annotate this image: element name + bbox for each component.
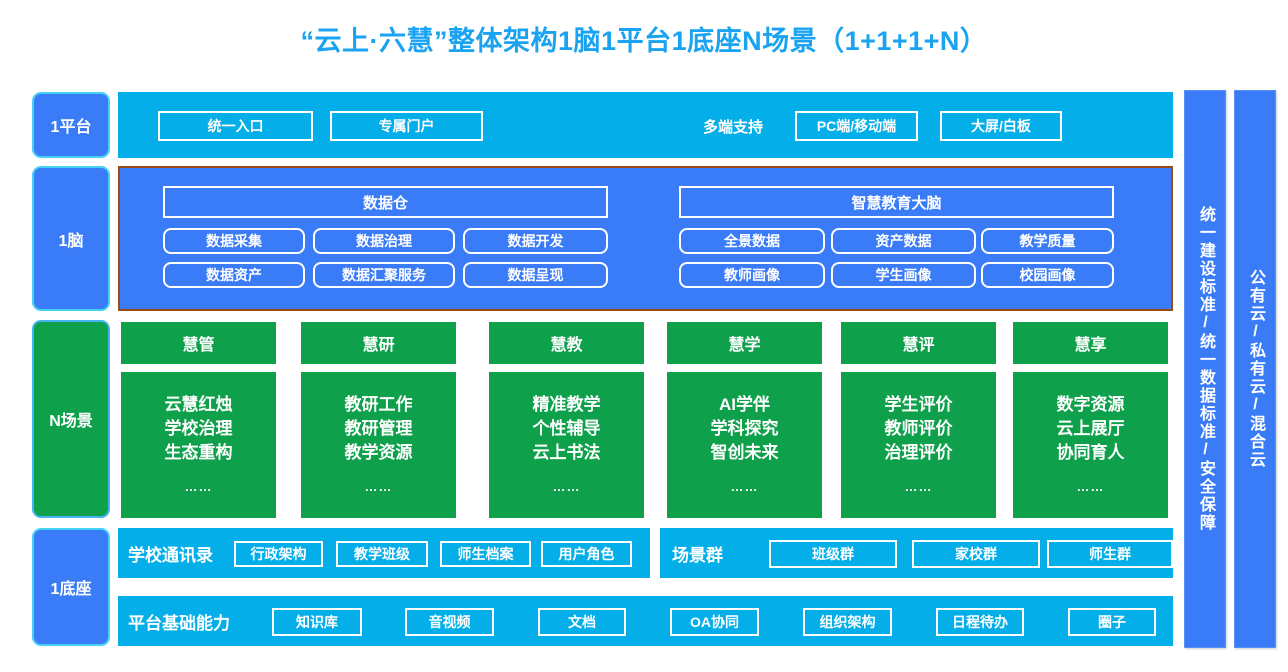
foundation-band-directory [118, 528, 650, 578]
scenario-line: 云上书法 [532, 443, 601, 463]
foundation-scenegroup-label: 场景群 [672, 545, 723, 565]
scenario-head-2[interactable]: 慧教 [489, 322, 644, 364]
scenario-dots: …… [364, 479, 393, 495]
foundation-scenegroup-chip-2[interactable]: 师生群 [1047, 540, 1173, 568]
scenario-head-4[interactable]: 慧评 [841, 322, 996, 364]
foundation-scenegroup-chip-0[interactable]: 班级群 [769, 540, 897, 568]
brain-group-1-header: 智慧教育大脑 [679, 186, 1114, 218]
brain-group-0-item-0[interactable]: 数据采集 [163, 228, 305, 254]
scenario-body-4: 学生评价 教师评价 治理评价 …… [841, 372, 996, 518]
scenario-line: 精准教学 [532, 395, 601, 415]
scenario-line: 云慧红烛 [164, 395, 233, 415]
scenario-head-0[interactable]: 慧管 [121, 322, 276, 364]
scenario-line: 教师评价 [884, 419, 953, 439]
brain-group-0-header: 数据仓 [163, 186, 608, 218]
brain-group-0-item-5[interactable]: 数据呈现 [463, 262, 608, 288]
foundation-band-scenegroup [660, 528, 1173, 578]
foundation-directory-chip-0[interactable]: 行政架构 [234, 541, 323, 567]
brain-group-1-item-3[interactable]: 教师画像 [679, 262, 825, 288]
scenario-line: 云上展厅 [1056, 419, 1125, 439]
brain-group-0-item-4[interactable]: 数据汇聚服务 [313, 262, 455, 288]
foundation-capability-chip-2[interactable]: 文档 [538, 608, 626, 636]
brain-group-1-item-2[interactable]: 教学质量 [981, 228, 1114, 254]
scenario-line: 个性辅导 [532, 419, 601, 439]
scenario-head-3[interactable]: 慧学 [667, 322, 822, 364]
platform-chip-1[interactable]: 专属门户 [330, 111, 483, 141]
scenario-body-1: 教研工作 教研管理 教学资源 …… [301, 372, 456, 518]
foundation-scenegroup-chip-1[interactable]: 家校群 [912, 540, 1040, 568]
foundation-directory-chip-3[interactable]: 用户角色 [541, 541, 632, 567]
foundation-capability-chip-4[interactable]: 组织架构 [803, 608, 892, 636]
scenario-head-5[interactable]: 慧享 [1013, 322, 1168, 364]
foundation-capability-chip-1[interactable]: 音视频 [405, 608, 494, 636]
scenario-line: 教研工作 [344, 395, 413, 415]
scenario-line: 生态重构 [164, 443, 233, 463]
row-label-scenarios: N场景 [32, 320, 110, 518]
platform-support-label: 多端支持 [703, 118, 764, 136]
scenario-line: 协同育人 [1056, 443, 1125, 463]
foundation-band-capability [118, 596, 1173, 646]
foundation-capability-chip-0[interactable]: 知识库 [272, 608, 362, 636]
scenario-line: 学生评价 [884, 395, 953, 415]
scenario-line: 数字资源 [1056, 395, 1125, 415]
scenario-dots: …… [1076, 479, 1105, 495]
brain-group-1-item-5[interactable]: 校园画像 [981, 262, 1114, 288]
foundation-directory-label: 学校通讯录 [128, 545, 213, 565]
scenario-body-0: 云慧红烛 学校治理 生态重构 …… [121, 372, 276, 518]
scenario-dots: …… [184, 479, 213, 495]
scenario-line: AI学伴 [719, 395, 770, 415]
scenario-line: 智创未来 [710, 443, 779, 463]
brain-group-1-item-1[interactable]: 资产数据 [831, 228, 976, 254]
scenario-body-2: 精准教学 个性辅导 云上书法 …… [489, 372, 644, 518]
scenario-dots: …… [730, 479, 759, 495]
scenario-line: 治理评价 [884, 443, 953, 463]
row-label-brain: 1脑 [32, 166, 110, 311]
scenario-head-1[interactable]: 慧研 [301, 322, 456, 364]
platform-support-chip-1[interactable]: 大屏/白板 [940, 111, 1062, 141]
page-title: “云上·六慧”整体架构1脑1平台1底座N场景（1+1+1+N） [300, 26, 988, 56]
scenario-line: 教学资源 [344, 443, 413, 463]
foundation-capability-chip-3[interactable]: OA协同 [670, 608, 759, 636]
scenario-dots: …… [904, 479, 933, 495]
scenario-line: 学校治理 [164, 419, 233, 439]
foundation-capability-chip-6[interactable]: 圈子 [1068, 608, 1156, 636]
row-label-platform: 1平台 [32, 92, 110, 158]
brain-group-1-item-0[interactable]: 全景数据 [679, 228, 825, 254]
brain-group-0-item-3[interactable]: 数据资产 [163, 262, 305, 288]
scenario-line: 学科探究 [710, 419, 779, 439]
scenario-body-3: AI学伴 学科探究 智创未来 …… [667, 372, 822, 518]
foundation-directory-chip-1[interactable]: 教学班级 [336, 541, 428, 567]
foundation-capability-chip-5[interactable]: 日程待办 [936, 608, 1024, 636]
foundation-directory-chip-2[interactable]: 师生档案 [440, 541, 531, 567]
platform-support-chip-0[interactable]: PC端/移动端 [795, 111, 918, 141]
side-bar-standards: 统一建设标准/统一数据标准/安全保障 [1184, 90, 1226, 648]
scenario-dots: …… [552, 479, 581, 495]
row-label-foundation: 1底座 [32, 528, 110, 646]
platform-chip-0[interactable]: 统一入口 [158, 111, 313, 141]
brain-group-0-item-2[interactable]: 数据开发 [463, 228, 608, 254]
brain-group-0-item-1[interactable]: 数据治理 [313, 228, 455, 254]
scenario-line: 教研管理 [344, 419, 413, 439]
foundation-capability-label: 平台基础能力 [128, 613, 230, 633]
platform-band [118, 92, 1173, 158]
side-bar-cloud: 公有云/私有云/混合云 [1234, 90, 1276, 648]
brain-group-1-item-4[interactable]: 学生画像 [831, 262, 976, 288]
scenario-body-5: 数字资源 云上展厅 协同育人 …… [1013, 372, 1168, 518]
